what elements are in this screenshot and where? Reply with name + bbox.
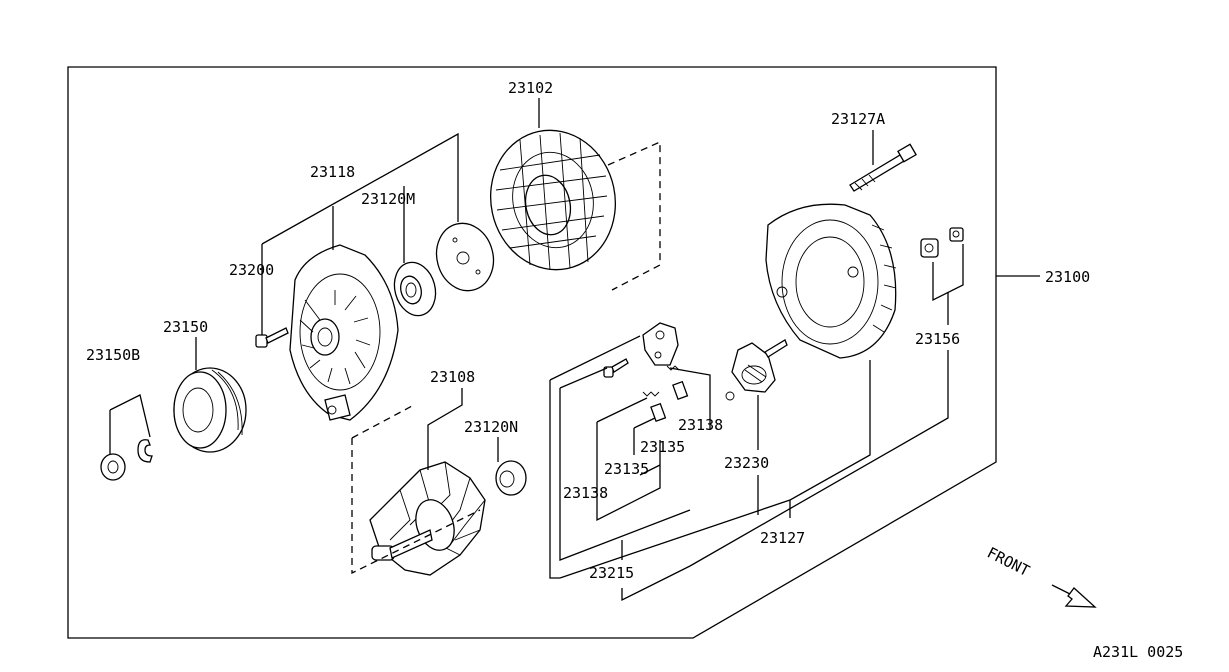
brush-holder-part[interactable] [642,322,679,366]
label-23120M[interactable]: 23120M [361,190,415,208]
front-bracket-part[interactable] [289,244,399,421]
label-23156[interactable]: 23156 [915,330,960,348]
label-23120N[interactable]: 23120N [464,418,518,436]
rectifier-part[interactable] [725,339,788,401]
label-23138-upper[interactable]: 23138 [678,416,723,434]
nut-23156-part[interactable] [920,227,964,258]
figure-code: A231L 0025 [1093,643,1183,661]
retainer-plate-part[interactable] [429,217,501,297]
part-number-labels: 23102 23127A 23118 23120M 23200 23100 23… [86,79,1183,661]
pulley-part[interactable] [173,367,247,453]
label-23102[interactable]: 23102 [508,79,553,97]
stator-dashed-outline [607,141,661,291]
front-bearing-part[interactable] [389,258,442,321]
label-23138-lower[interactable]: 23138 [563,484,608,502]
terminal-screw-part[interactable] [603,358,629,378]
label-23215[interactable]: 23215 [589,564,634,582]
pulley-washer-part[interactable] [137,439,153,463]
rotor-dashed-outline [351,405,481,575]
label-23230[interactable]: 23230 [724,454,769,472]
label-23127A[interactable]: 23127A [831,110,885,128]
stator-part[interactable] [478,119,628,282]
label-23118[interactable]: 23118 [310,163,355,181]
rotor-part[interactable] [369,461,486,576]
label-23108[interactable]: 23108 [430,368,475,386]
label-23100[interactable]: 23100 [1045,268,1090,286]
brush-spring-part[interactable] [642,365,680,397]
through-bolt-part[interactable] [849,143,917,192]
label-23135-lower[interactable]: 23135 [604,460,649,478]
front-label: FRONT [984,544,1032,581]
screw-23200-part[interactable] [255,327,289,348]
label-23200[interactable]: 23200 [229,261,274,279]
front-arrow-icon [1051,584,1097,608]
label-23135-upper[interactable]: 23135 [640,438,685,456]
label-23127[interactable]: 23127 [760,529,805,547]
brush-part[interactable] [650,380,689,423]
rear-housing-part[interactable] [765,203,897,359]
pulley-nut-part[interactable] [100,453,126,481]
leader-lines [109,98,1040,602]
rear-bearing-part[interactable] [495,460,527,496]
label-23150[interactable]: 23150 [163,318,208,336]
assembly-frame [67,66,997,639]
label-23150B[interactable]: 23150B [86,346,140,364]
